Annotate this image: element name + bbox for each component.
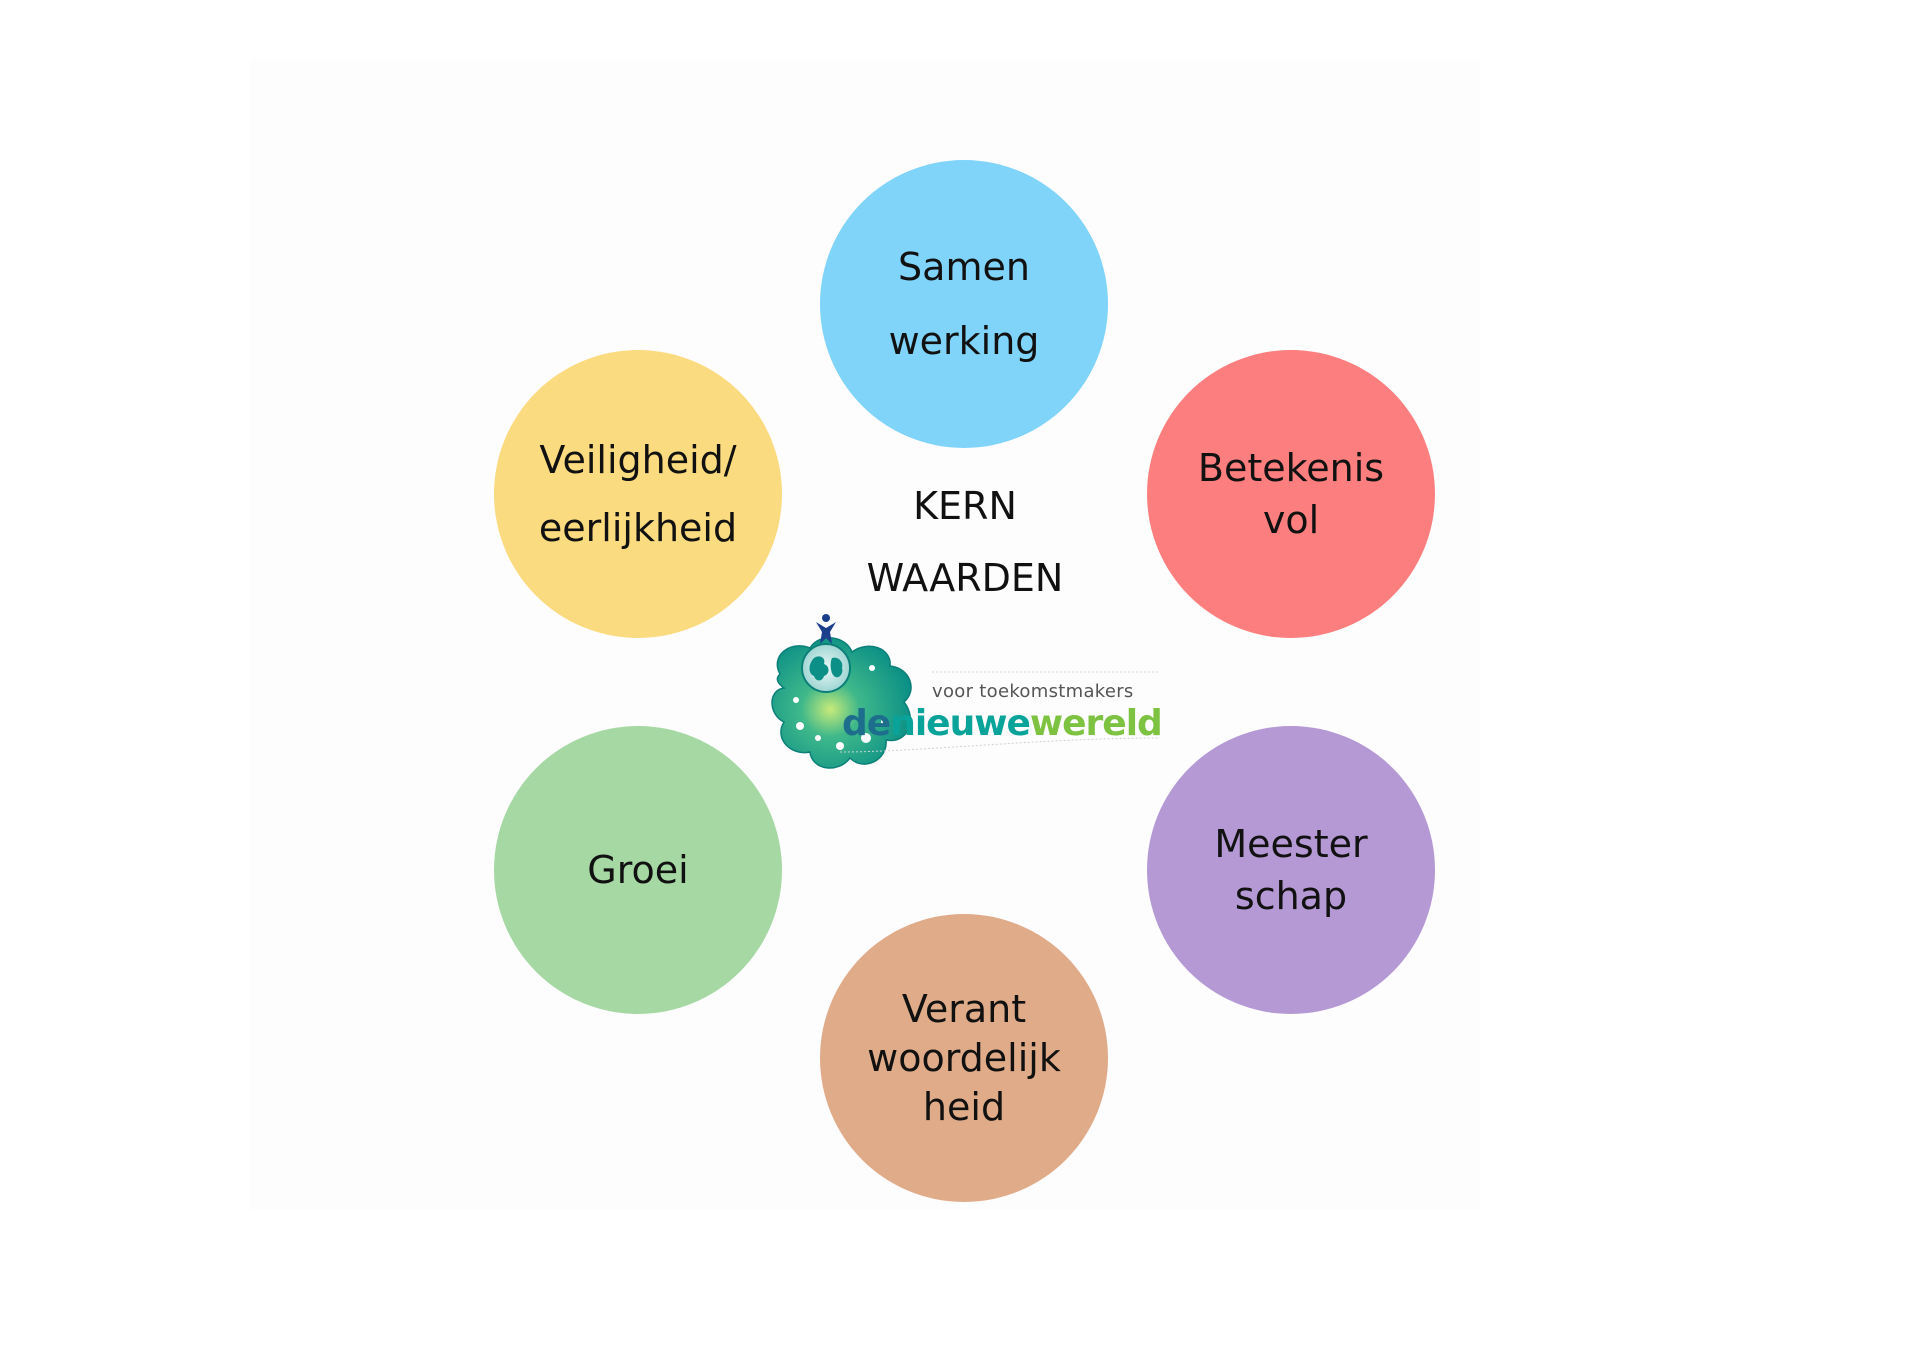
value-label-line: Meester [1214,822,1368,866]
value-circle-veiligheid: Veiligheid/ eerlijkheid [494,350,782,638]
value-label-line: heid [922,1084,1006,1129]
value-label-line: Verant [901,986,1027,1031]
logo-word-nieuwe: nieuwe [890,703,1031,744]
center-title: KERN WAARDEN [840,470,1090,614]
logo-wordmark: denieuwewereld [842,702,1163,746]
globe-blob-logo-icon [771,614,1160,769]
value-label-line: schap [1234,874,1348,918]
center-title-line: WAARDEN [866,556,1064,600]
value-label-line: Samen [898,245,1030,289]
value-circle-groei: Groei [494,726,782,1014]
value-label-line: woordelijk [867,1035,1061,1080]
value-label-line: Groei [587,848,689,892]
value-label-line: eerlijkheid [538,506,738,550]
logo-word-de: de [842,703,891,744]
value-label-line: werking [888,319,1040,363]
logo-word-wereld: wereld [1029,703,1163,744]
value-label-line: Betekenis [1197,446,1385,490]
logo-tagline: voor toekomstmakers [932,681,1134,702]
center-title-line: KERN [913,484,1017,528]
value-circle-meesterschap: Meester schap [1147,726,1435,1014]
value-circle-verantwoordelijkheid: Verant woordelijk heid [820,914,1108,1202]
value-label-line: Veiligheid/ [539,438,737,482]
value-label-line: vol [1262,498,1320,542]
value-circle-betekenisvol: Betekenis vol [1147,350,1435,638]
value-circle-samenwerking: Samen werking [820,160,1108,448]
